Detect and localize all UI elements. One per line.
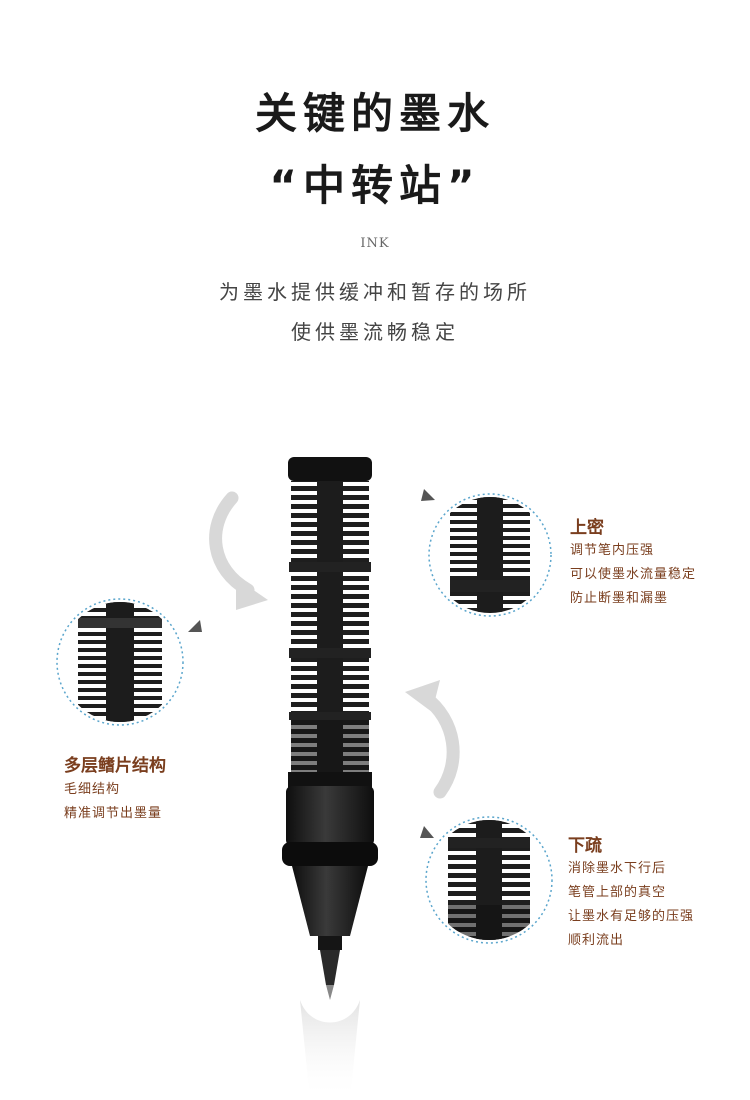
left-pointer-icon [188, 620, 202, 632]
headline-line-2: “中转站” [269, 161, 481, 210]
upper-flow-arrow-icon [209, 491, 268, 610]
ink-sublabel: INK [360, 236, 390, 251]
lower-annotation-title: 下疏 [568, 836, 602, 856]
upper-annotation-line: 防止断墨和漏墨 [570, 591, 669, 606]
lower-annotation-line: 消除墨水下行后 [568, 861, 667, 876]
left-zoom-circle [56, 598, 184, 726]
upper-zoom-circle [428, 493, 552, 617]
lower-pointer-icon [420, 826, 434, 838]
upper-pointer-icon [421, 489, 435, 501]
left-annotation-title: 多层鳍片结构 [64, 756, 166, 776]
upper-annotation-line: 可以使墨水流量稳定 [570, 567, 697, 582]
lower-flow-arrow-icon [405, 680, 460, 799]
upper-annotation-line: 调节笔内压强 [570, 543, 655, 558]
lower-zoom-circle [425, 816, 553, 944]
lower-annotation-line: 笔管上部的真空 [568, 885, 667, 900]
description-line-1: 为墨水提供缓冲和暂存的场所 [219, 280, 531, 304]
left-annotation-line: 毛细结构 [64, 782, 121, 797]
upper-annotation-title: 上密 [570, 518, 604, 538]
headline-line-1: 关键的墨水 [254, 89, 495, 138]
lower-annotation-line: 让墨水有足够的压强 [568, 909, 695, 924]
description-line-2: 使供墨流畅稳定 [291, 320, 459, 344]
left-annotation-line: 精准调节出墨量 [64, 806, 163, 821]
lower-annotation-line: 顺利流出 [568, 933, 625, 948]
pen-body [282, 457, 378, 1100]
